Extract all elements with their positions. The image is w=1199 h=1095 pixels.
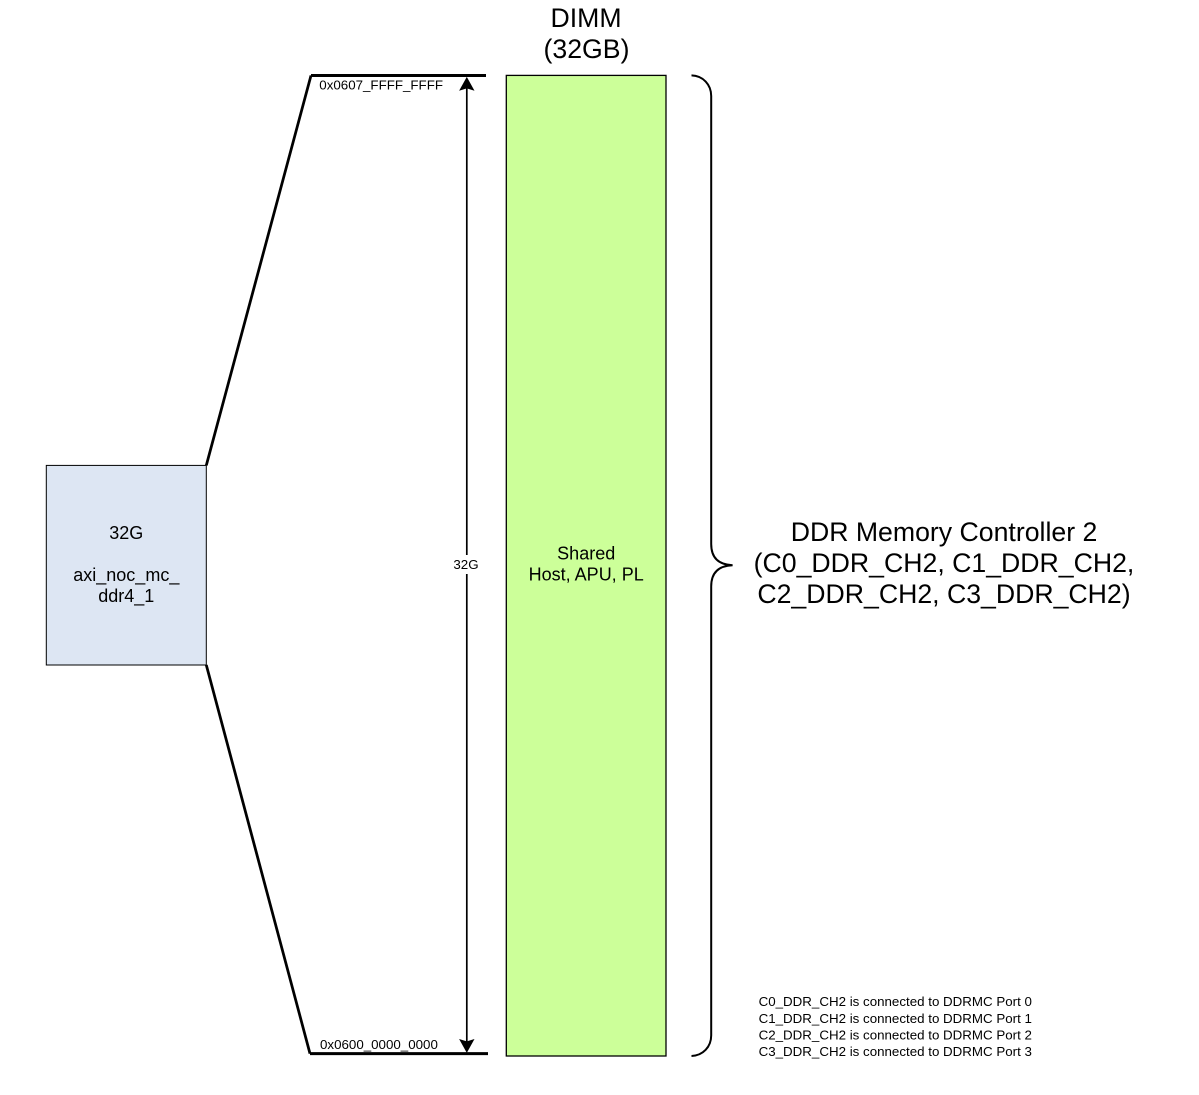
svg-text:ddr4_1: ddr4_1	[98, 586, 154, 607]
svg-text:DDR Memory Controller 2: DDR Memory Controller 2	[791, 517, 1098, 547]
svg-text:C1_DDR_CH2 is connected to DDR: C1_DDR_CH2 is connected to DDRMC Port 1	[759, 1011, 1032, 1026]
svg-text:Host, APU, PL: Host, APU, PL	[529, 565, 644, 585]
svg-text:axi_noc_mc_: axi_noc_mc_	[73, 565, 180, 586]
svg-text:(32GB): (32GB)	[544, 34, 630, 64]
svg-text:32G: 32G	[453, 557, 478, 572]
svg-text:32G: 32G	[109, 523, 143, 543]
svg-text:Shared: Shared	[557, 544, 615, 564]
svg-text:(C0_DDR_CH2, C1_DDR_CH2,: (C0_DDR_CH2, C1_DDR_CH2,	[754, 548, 1135, 578]
svg-text:DIMM: DIMM	[550, 3, 621, 33]
svg-text:C2_DDR_CH2, C3_DDR_CH2): C2_DDR_CH2, C3_DDR_CH2)	[757, 579, 1130, 609]
svg-text:0x0607_FFFF_FFFF: 0x0607_FFFF_FFFF	[319, 77, 443, 92]
svg-text:C2_DDR_CH2 is connected to DDR: C2_DDR_CH2 is connected to DDRMC Port 2	[759, 1027, 1032, 1042]
svg-text:C0_DDR_CH2 is connected to DDR: C0_DDR_CH2 is connected to DDRMC Port 0	[759, 994, 1032, 1009]
svg-text:C3_DDR_CH2 is connected to DDR: C3_DDR_CH2 is connected to DDRMC Port 3	[759, 1044, 1032, 1059]
svg-text:0x0600_0000_0000: 0x0600_0000_0000	[320, 1037, 438, 1052]
